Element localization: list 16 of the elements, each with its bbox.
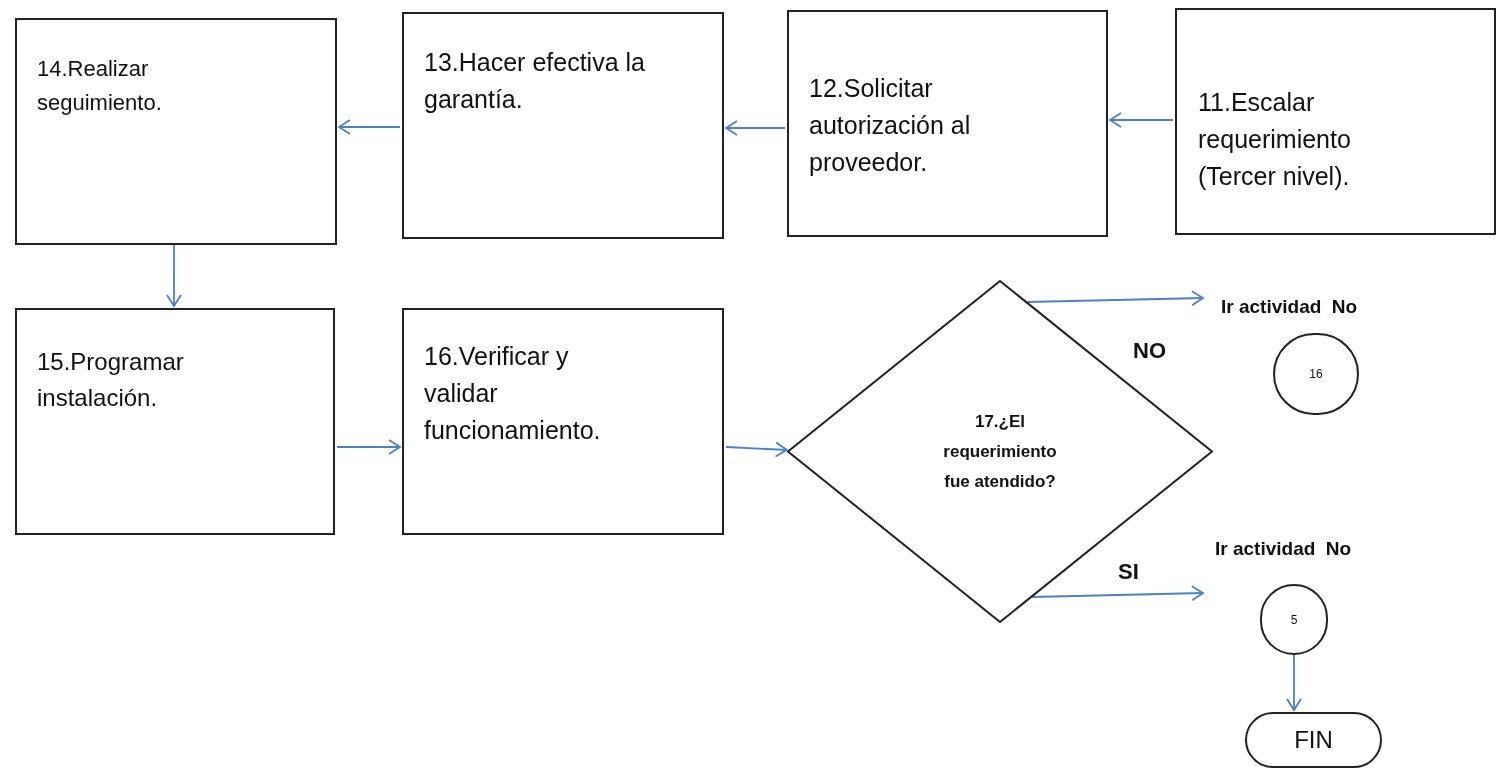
process-box: 12.Solicitar autorización al proveedor.	[787, 10, 1108, 237]
arrow	[725, 120, 786, 136]
arrow	[725, 441, 788, 458]
process-box: 13.Hacer efectiva la garantía.	[402, 12, 724, 239]
arrow	[1026, 290, 1204, 307]
process-box: 11.Escalar requerimiento (Tercer nivel).	[1175, 8, 1496, 235]
process-box: 16.Verificar y validar funcionamiento.	[402, 308, 724, 535]
arrow	[1109, 112, 1174, 128]
terminal-box: FIN	[1245, 712, 1382, 768]
arrow	[1031, 585, 1204, 602]
arrow	[338, 119, 401, 135]
arrow	[1286, 654, 1302, 711]
process-box: 15.Programar instalación.	[15, 308, 335, 535]
arrow	[336, 439, 401, 455]
process-box: 14.Realizar seguimiento.	[15, 18, 337, 245]
arrow	[166, 244, 182, 307]
